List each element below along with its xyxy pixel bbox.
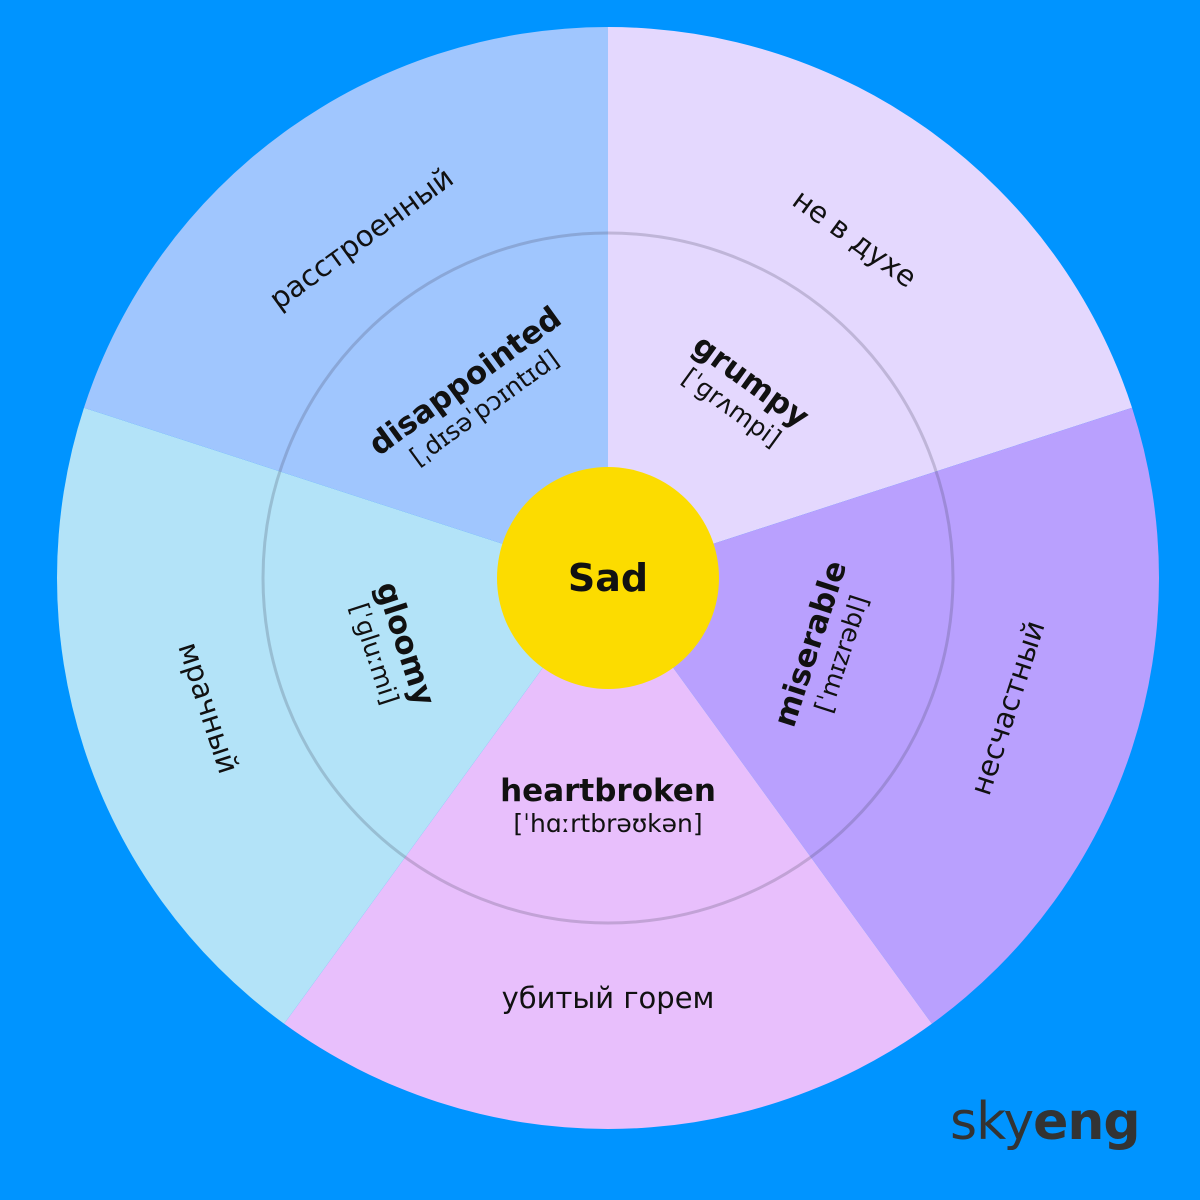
center-label: Sad — [567, 556, 649, 600]
center-circle — [497, 467, 719, 689]
inner-ring — [261, 231, 955, 925]
skyeng-logo: skyeng — [950, 1092, 1141, 1152]
wedge-grumpy — [608, 27, 1133, 578]
transcription: [ˈhɑːrtbrəʊkən] — [513, 809, 703, 838]
word: heartbroken — [500, 773, 716, 809]
translation-heartbroken: убитый горем — [501, 981, 715, 1015]
wedge-miserable — [608, 407, 1159, 1024]
logo-part-eng: eng — [1033, 1092, 1141, 1152]
label-heartbroken: heartbroken[ˈhɑːrtbrəʊkən] — [500, 773, 716, 839]
logo-part-sky: sky — [950, 1092, 1034, 1152]
wedge-disappointed — [83, 27, 609, 578]
wedge-heartbroken — [284, 578, 932, 1130]
wedge-gloomy — [57, 407, 609, 1024]
